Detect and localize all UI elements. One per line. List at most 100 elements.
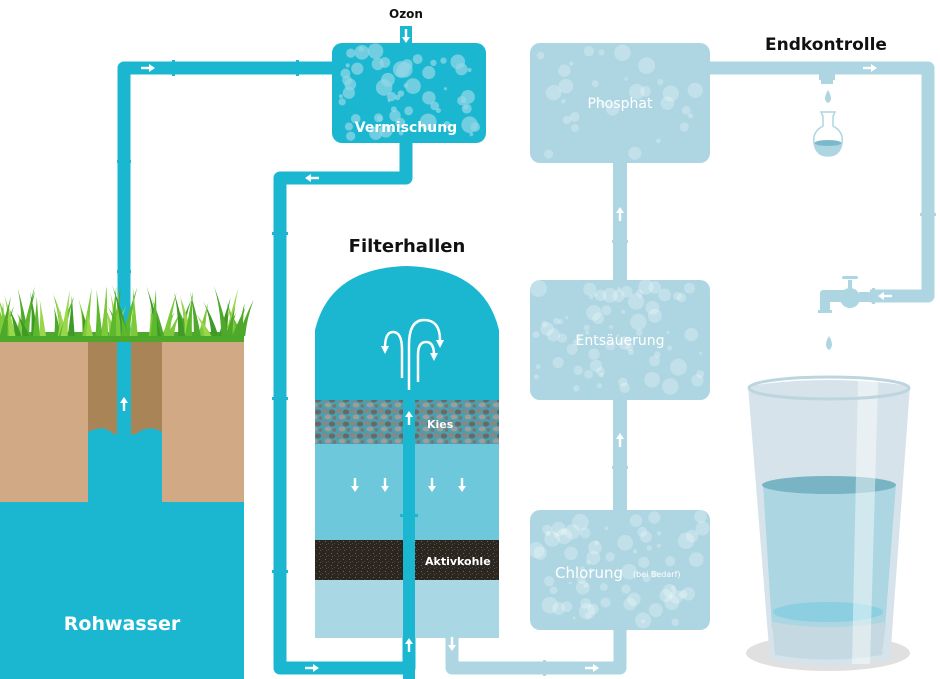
arrow-icon [305,664,319,672]
bubble [568,581,572,585]
bubble [630,313,647,331]
bubble [638,57,656,75]
bubble [583,582,589,588]
bubble [467,67,472,73]
bubble [338,94,344,99]
bubble [460,89,475,104]
fountain-arrowheads [381,340,444,361]
grass-blade [39,299,47,336]
bubble [596,383,602,389]
grass-blade [197,302,209,336]
bubble [676,292,687,303]
bubble [541,320,548,328]
bubble [367,43,384,59]
bubble [599,583,608,592]
bubble [670,585,676,591]
grass-blade [32,296,40,336]
bubble [629,514,643,527]
bubble [583,282,597,296]
ozon-label: Ozon [389,7,423,21]
grass-blade [150,289,158,336]
sample-valve-icon [819,74,835,84]
bubble [549,586,558,595]
bubble [545,530,551,537]
bubble [564,546,578,561]
bubble [450,54,466,70]
water-glass-icon [746,375,911,671]
bubble [430,59,437,67]
bubble [616,334,620,338]
bubble [605,340,616,351]
bubble [542,524,553,535]
bubble [440,57,447,64]
bubble [640,531,652,543]
grass-blade [109,286,117,336]
bubble [569,61,574,66]
bubbles [529,279,705,395]
arrow-icon [616,207,624,221]
water-tap-icon [818,276,873,313]
bubble [404,106,414,116]
bubble [696,370,705,378]
bubble [576,334,581,340]
bubble [589,359,603,373]
bubble [556,528,573,545]
bubble [535,364,541,370]
bubble [587,603,599,615]
bubble [627,592,641,607]
water-drop-icon [826,336,832,350]
pipe-raw-to-mixing [117,60,340,420]
bubble [354,44,370,60]
bubble [375,79,393,96]
bubble [588,540,602,555]
bubble [688,552,704,567]
bubble [667,345,673,351]
bubble [625,343,634,352]
bubble [657,78,664,86]
bubble [601,305,612,316]
bubble [573,338,581,347]
bubble [645,300,660,315]
arrow-icon [381,478,389,492]
bubbles [536,44,703,160]
bubble [628,146,642,160]
bubble [351,62,364,75]
grass-blade [85,311,93,336]
grass-blade [213,285,229,336]
grass-blade [195,313,212,336]
bubble [533,374,540,380]
bubble [665,556,676,567]
pipe-chlorung-to-entsaeuerung [612,398,628,514]
bubble [638,556,650,568]
bubble [573,365,583,376]
bubble [594,289,607,302]
bubble [687,113,694,119]
arrow-icon [351,478,359,492]
entsaeuerung-box: Entsäuerung [529,279,710,400]
bubble [638,295,642,299]
rohwasser-reservoir [0,502,244,679]
bubble [395,117,406,128]
bubble [422,66,436,80]
bubble [687,82,703,98]
bubble [619,382,630,394]
bubble [648,511,661,524]
bubble [561,601,573,613]
bubble [584,369,593,379]
grass-blade [235,302,245,336]
bubble [609,324,614,330]
grass-blade [184,291,193,336]
bubble [345,63,350,68]
bubble [376,115,384,122]
bubble [585,560,591,565]
filterhallen-title: Filterhallen [349,236,466,257]
aktivkohle-label: Aktivkohle [425,555,491,568]
bubble [593,540,600,546]
bubble [564,524,581,540]
pipe-entsaeuerung-to-phosphat [612,160,628,284]
bubble [386,91,397,102]
pipe-phosphat-to-tap [705,61,936,304]
bubble [632,549,638,554]
grass-blade [3,293,16,336]
bubble [614,44,631,62]
